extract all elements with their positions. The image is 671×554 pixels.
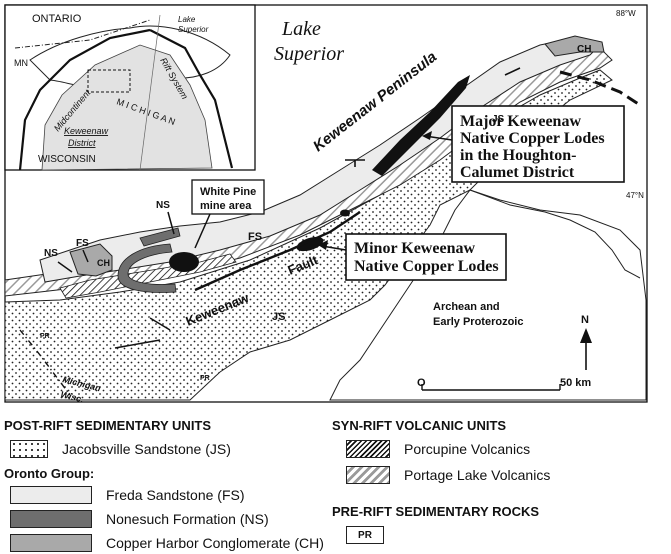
inset-map xyxy=(4,4,256,171)
legend-pre-rift-title: PRE-RIFT SEDIMENTARY ROCKS xyxy=(332,504,540,519)
major-lodes-line-4: Calumet District xyxy=(460,164,575,181)
major-lodes-box xyxy=(451,105,625,183)
inset-rift-west xyxy=(18,28,151,171)
nonesuch-west-area xyxy=(139,227,181,247)
white-pine-mine xyxy=(169,252,199,272)
minor-copper-lodes xyxy=(296,236,324,252)
copper-harbor-west-area xyxy=(69,243,113,277)
strike-dip-3 xyxy=(504,67,521,76)
legend-swatch-portage xyxy=(346,466,390,484)
north-label: N xyxy=(581,314,589,326)
legend-row-nonesuch: Nonesuch Formation (NS) xyxy=(10,510,269,528)
unit-js-east: JS xyxy=(492,114,505,125)
arrow-major-head xyxy=(422,131,432,140)
legend-label-copper-harbor: Copper Harbor Conglomerate (CH) xyxy=(106,535,324,551)
keweenaw-fault xyxy=(194,211,361,292)
unit-ns-mid: NS xyxy=(156,200,170,211)
unit-ch-west: CH xyxy=(97,258,110,268)
unit-ch-east: CH xyxy=(577,44,591,55)
legend-syn-rift-title: SYN-RIFT VOLCANIC UNITS xyxy=(332,418,507,433)
strike-dip-1 xyxy=(345,159,365,167)
legend-post-rift-title: POST-RIFT SEDIMENTARY UNITS xyxy=(4,418,212,433)
archean-label-1: Archean and xyxy=(433,301,500,313)
lon-label: 88°W xyxy=(616,9,636,18)
legend-label-freda: Freda Sandstone (FS) xyxy=(106,487,245,503)
legend-oronto-title: Oronto Group: xyxy=(4,466,95,481)
arrow-ns-west xyxy=(57,261,73,273)
legend-swatch-nonesuch xyxy=(10,510,92,528)
lake-label-1: Lake xyxy=(281,18,321,40)
unit-ns-west: NS xyxy=(44,248,58,259)
inset-lake-2: Superior xyxy=(178,25,209,34)
lake-label-2: Superior xyxy=(274,43,344,65)
inset-rift-fill xyxy=(41,44,213,171)
legend-swatch-pr: PR xyxy=(346,526,384,544)
state-line xyxy=(19,329,71,396)
unit-fs-west: FS xyxy=(76,238,89,249)
inset-lake-1: Lake xyxy=(178,15,196,24)
legend-row-copper-harbor: Copper Harbor Conglomerate (CH) xyxy=(10,534,324,552)
major-lodes-line-1: Major Keweenaw xyxy=(460,113,581,130)
lat-label: 47°N xyxy=(626,191,644,200)
north-arrow xyxy=(580,328,592,370)
legend-row-freda: Freda Sandstone (FS) xyxy=(10,486,245,504)
fault-offshore xyxy=(559,70,641,107)
major-lodes-line-3: in the Houghton- xyxy=(460,147,576,164)
inset-mn: MN xyxy=(14,58,28,68)
white-pine-label-1: White Pine xyxy=(200,186,256,198)
inset-ontario: ONTARIO xyxy=(32,13,82,25)
inset-rift-east xyxy=(149,29,234,169)
arrow-white-pine xyxy=(194,213,211,249)
legend-label-portage: Portage Lake Volcanics xyxy=(404,467,551,483)
east-coastline xyxy=(469,189,641,279)
major-copper-lodes xyxy=(372,75,470,176)
unit-pr-1: PR xyxy=(40,333,50,340)
legend-label-jacobsville: Jacobsville Sandstone (JS) xyxy=(62,441,231,457)
minor-lodes-box xyxy=(345,233,507,281)
inset-keweenaw-box xyxy=(87,69,131,93)
inset-district-2: District xyxy=(68,138,96,148)
inset-district-1: Keweenaw xyxy=(64,126,109,136)
unit-pr-2: PR xyxy=(200,375,210,382)
legend-label-porcupine: Porcupine Volcanics xyxy=(404,441,531,457)
minor-lodes-line-1: Minor Keweenaw xyxy=(354,240,475,257)
scale-end: 50 km xyxy=(560,377,591,389)
white-pine-box xyxy=(191,179,265,215)
arrow-minor-head xyxy=(318,240,328,250)
minor-lode-small xyxy=(340,209,350,217)
nonesuch-formation-area xyxy=(117,243,177,293)
legend-swatch-copper-harbor xyxy=(10,534,92,552)
unit-fs-mid: FS xyxy=(248,231,262,243)
scale-start: O xyxy=(417,377,426,389)
legend-swatch-freda xyxy=(10,486,92,504)
unit-js-south: JS xyxy=(272,311,285,323)
legend-row-jacobsville: Jacobsville Sandstone (JS) xyxy=(10,440,231,458)
legend-pr-code: PR xyxy=(358,529,372,541)
legend-row-pr: PR xyxy=(346,526,384,544)
white-pine-label-2: mine area xyxy=(200,200,252,212)
minor-lodes-line-2: Native Copper Lodes xyxy=(354,258,499,275)
inset-meridian xyxy=(139,14,161,171)
legend-swatch-porcupine xyxy=(346,440,390,458)
legend-label-nonesuch: Nonesuch Formation (NS) xyxy=(106,511,269,527)
legend-row-portage: Portage Lake Volcanics xyxy=(346,466,550,484)
legend-swatch-jacobsville xyxy=(10,440,48,458)
copper-harbor-area xyxy=(544,35,605,57)
archean-label-2: Early Proterozoic xyxy=(433,316,523,328)
major-lodes-line-2: Native Copper Lodes xyxy=(460,130,605,147)
scale-bar xyxy=(421,384,561,391)
legend-row-porcupine: Porcupine Volcanics xyxy=(346,440,530,458)
inset-border xyxy=(14,19,151,49)
arrow-ns-mid xyxy=(167,211,175,235)
fault-west xyxy=(114,317,171,349)
arrow-fs-west xyxy=(82,249,89,263)
inset-wisconsin: WISCONSIN xyxy=(38,154,96,165)
